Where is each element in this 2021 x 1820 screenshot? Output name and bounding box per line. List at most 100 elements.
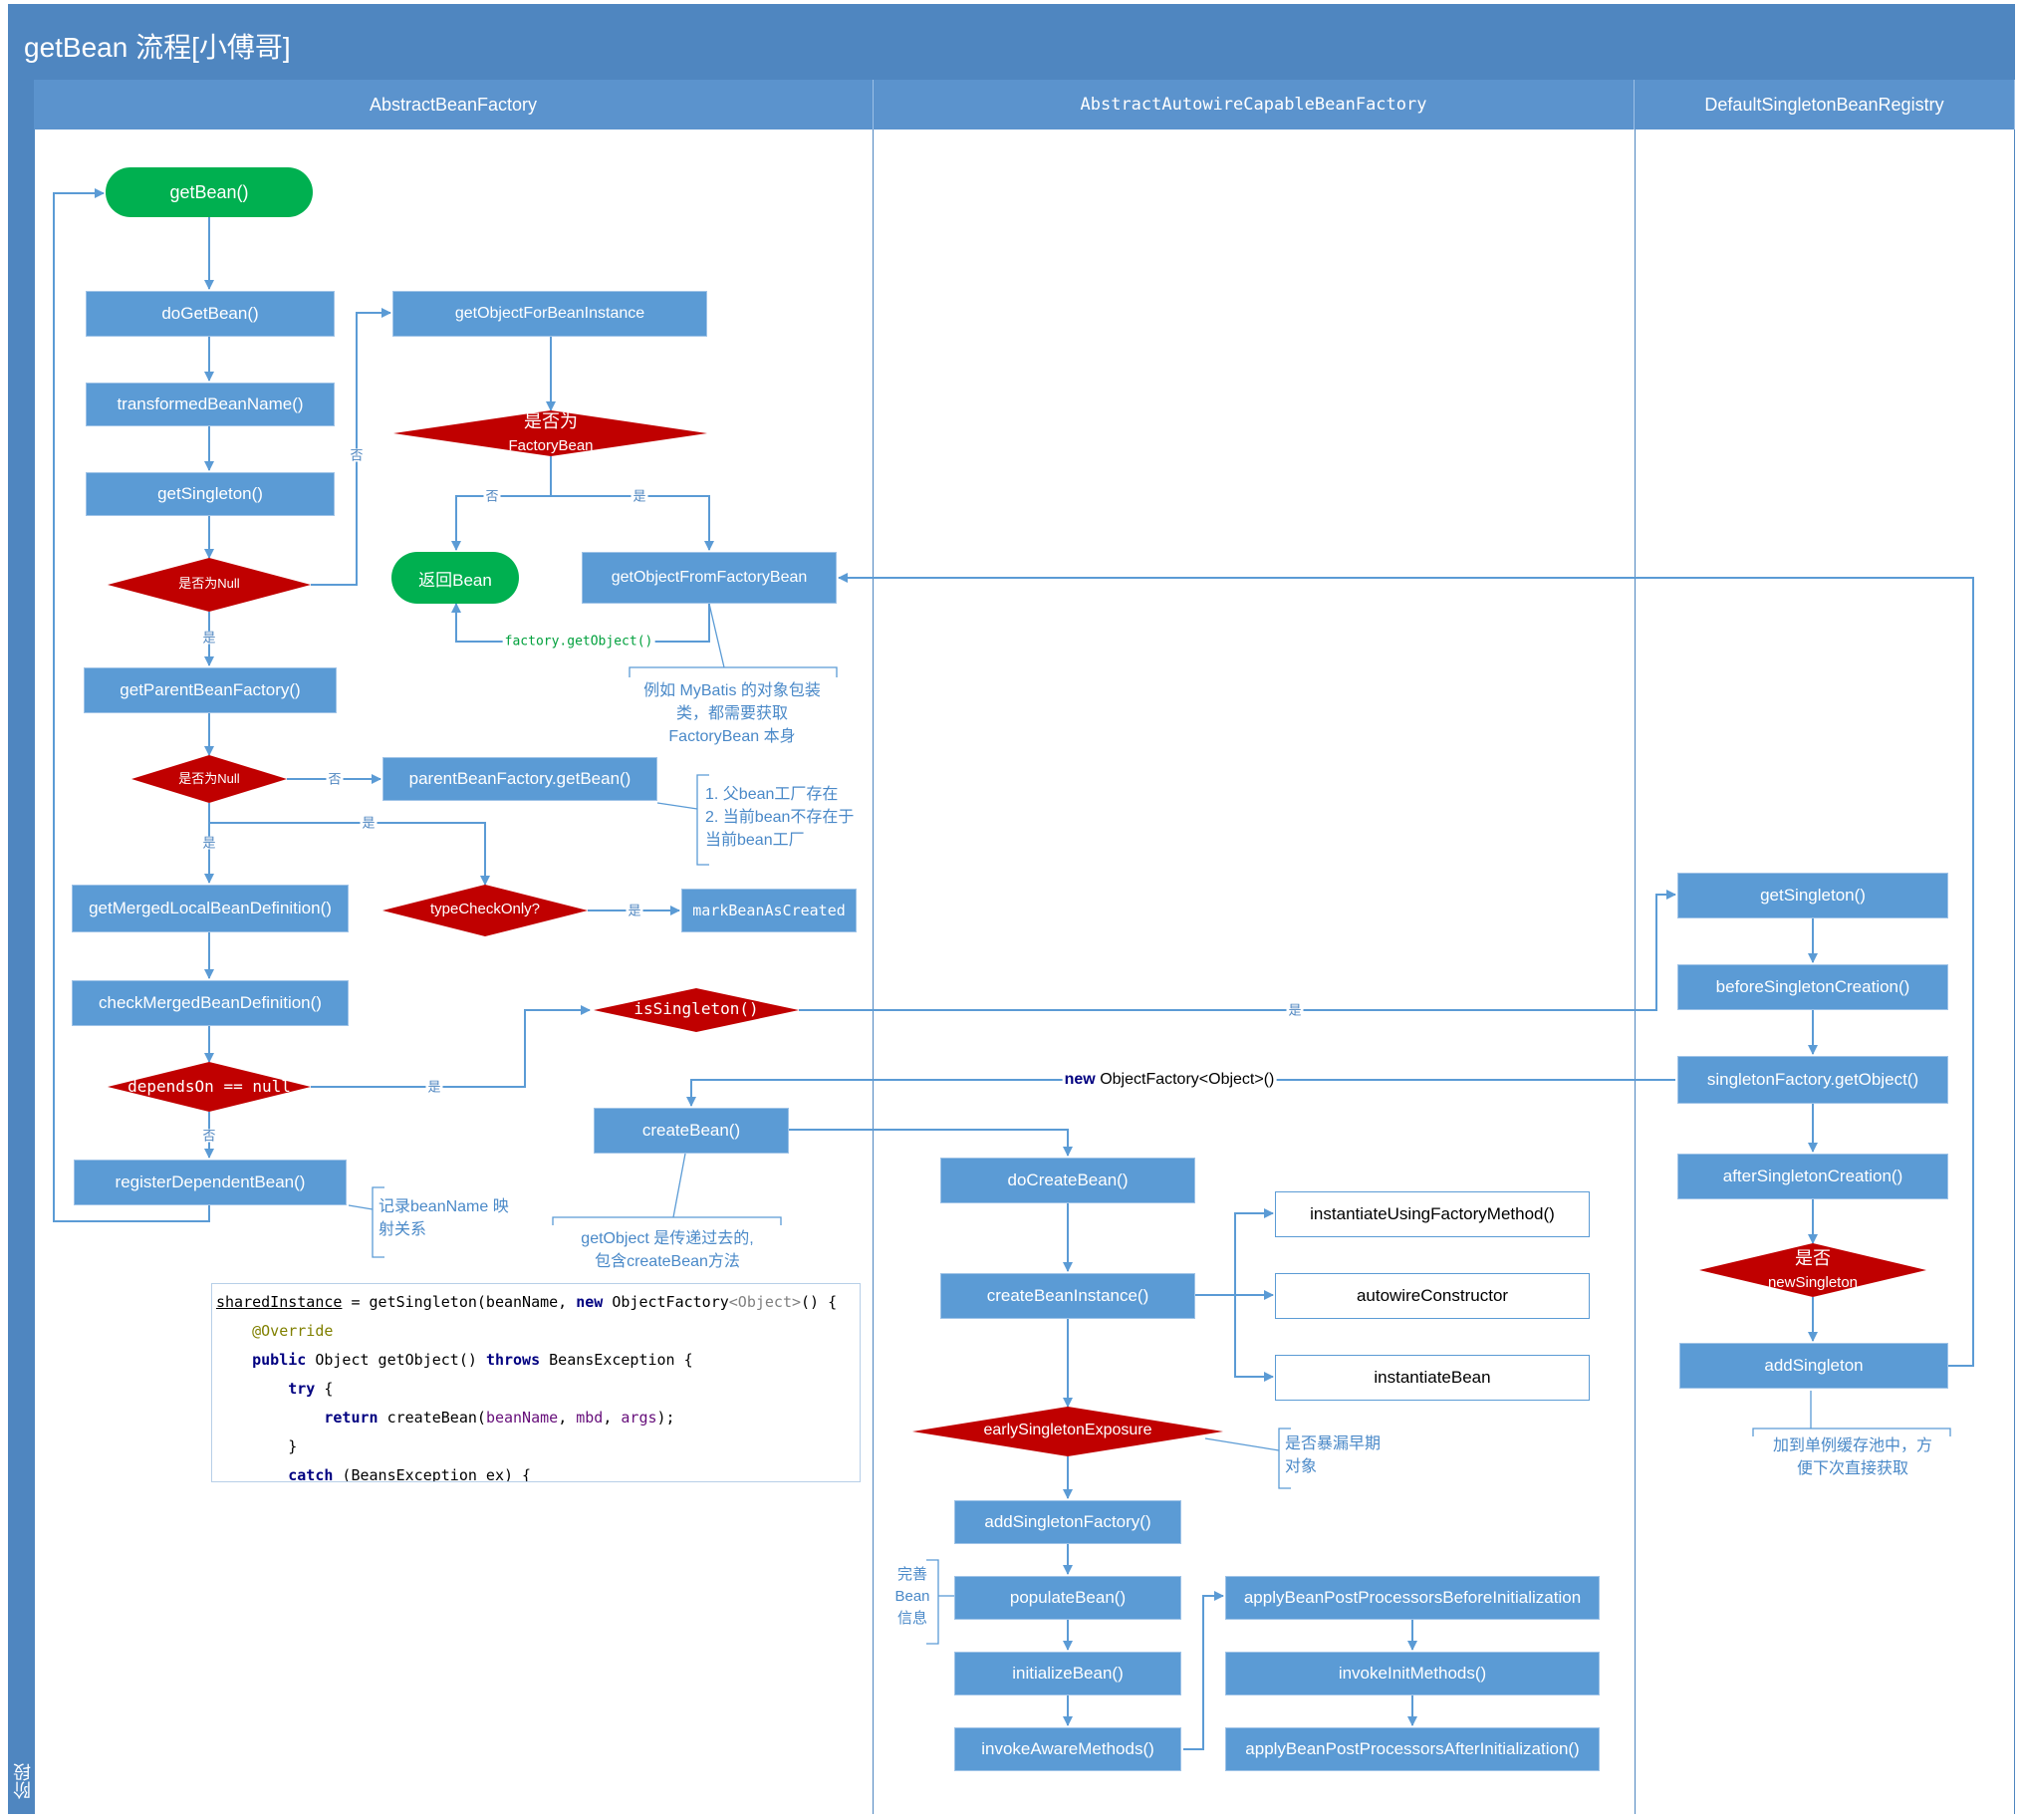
note-line: 包含createBean方法	[595, 1253, 740, 1271]
note-line: 对象	[1285, 1458, 1318, 1476]
note-bracket-record	[372, 1186, 384, 1258]
node-add-singleton: addSingleton	[1679, 1343, 1948, 1389]
object-factory-text: ObjectFactory<Object>()	[1095, 1071, 1275, 1088]
node-instantiate-using-factory-method: instantiateUsingFactoryMethod()	[1275, 1191, 1590, 1237]
code-token: = getSingleton(beanName,	[342, 1293, 577, 1311]
note-line: 1. 父bean工厂存在	[705, 786, 839, 803]
node-autowire-constructor: autowireConstructor	[1275, 1273, 1590, 1319]
note-pointer-record	[348, 1204, 374, 1210]
code-token: try	[288, 1380, 316, 1398]
edge-label-factory-get-object: factory.getObject()	[502, 634, 655, 650]
node-get-parent-bean-factory: getParentBeanFactory()	[84, 667, 337, 713]
diamond-label-is-factory-bean-line2: FactoryBean	[508, 437, 594, 454]
edge-issingleton-getsingleton2	[799, 890, 1676, 1011]
diamond-label-type-check-only: typeCheckOnly?	[429, 901, 541, 917]
note-bracket-mybatis	[629, 666, 838, 677]
diamond-label-is-new-singleton-line1: 是否	[1795, 1248, 1831, 1268]
note-line: 信息	[896, 1609, 927, 1627]
edge-label-yes: 是	[626, 903, 643, 918]
edge-label-no: 否	[200, 1128, 218, 1144]
edge-isfactorybean-yes	[551, 495, 714, 551]
node-apply-bean-post-processors-after-initialization: applyBeanPostProcessorsAfterInitializati…	[1225, 1727, 1600, 1771]
lane-header-abstract-autowire-capable-bean-factory: AbstractAutowireCapableBeanFactory	[874, 80, 1635, 130]
diamond-label-is-null-2: 是否为Null	[178, 771, 240, 786]
diamond-is-null-2	[131, 755, 287, 803]
note-bracket-getobject	[552, 1216, 782, 1225]
edge-singletonfactory-createbean	[686, 1079, 1675, 1107]
edge-register-loop	[53, 188, 210, 1222]
code-token: @Override	[252, 1322, 334, 1340]
lane-default-singleton-bean-registry	[1635, 130, 2015, 1814]
note-line: 是否暴漏早期	[1285, 1435, 1382, 1452]
code-token: throws	[485, 1351, 541, 1369]
note-bracket-complete	[926, 1559, 939, 1645]
node-get-singleton: getSingleton()	[86, 472, 335, 516]
diamond-is-singleton	[594, 988, 799, 1032]
note-add-to-cache: 加到单例缓存池中，方 便下次直接获取	[1745, 1434, 1960, 1480]
node-populate-bean: populateBean()	[954, 1576, 1181, 1620]
node-instantiate-bean: instantiateBean	[1275, 1355, 1590, 1401]
code-snippet: sharedInstance = getSingleton(beanName, …	[211, 1283, 861, 1482]
code-token: ,	[603, 1409, 622, 1427]
code-token: beanName	[485, 1409, 559, 1427]
diamond-depends-on	[108, 1062, 311, 1112]
note-mybatis: 例如 MyBatis 的对象包装 类，都需要获取 FactoryBean 本身	[618, 679, 847, 749]
node-do-get-bean: doGetBean()	[86, 291, 335, 337]
diamond-label-is-factory-bean-line1: 是否为	[524, 411, 578, 431]
node-parent-bean-factory-get-bean: parentBeanFactory.getBean()	[382, 757, 657, 801]
note-line: FactoryBean 本身	[668, 728, 796, 746]
code-line-4: try {	[216, 1375, 856, 1404]
code-token: mbd	[576, 1409, 604, 1427]
note-parent-factory: 1. 父bean工厂存在 2. 当前bean不存在于 当前bean工厂	[705, 783, 875, 853]
node-check-merged-bean-definition: checkMergedBeanDefinition()	[72, 980, 349, 1026]
note-line: 便下次直接获取	[1796, 1460, 1908, 1478]
edge-isnull2-typecheck	[209, 822, 490, 886]
note-complete-bean-info: 完善 Bean 信息	[890, 1564, 934, 1629]
code-token: <Object>	[728, 1293, 802, 1311]
lane-header-default-singleton-bean-registry: DefaultSingletonBeanRegistry	[1635, 80, 2015, 130]
edge-createbeaninstance-instantiatebean	[1234, 1295, 1274, 1382]
node-do-create-bean: doCreateBean()	[940, 1158, 1195, 1203]
code-token: }	[288, 1437, 298, 1455]
note-line: 类，都需要获取	[675, 705, 788, 723]
note-line: 加到单例缓存池中，方	[1772, 1437, 1932, 1454]
new-keyword: new	[1064, 1071, 1096, 1088]
note-line: 完善	[896, 1566, 927, 1583]
code-token: createBean(	[378, 1409, 486, 1427]
diamond-label-is-new-singleton-line2: newSingleton	[1767, 1274, 1859, 1291]
code-line-6: }	[216, 1432, 856, 1461]
code-token: BeansException {	[540, 1351, 693, 1369]
code-token: );	[656, 1409, 675, 1427]
edge-label-no: 否	[483, 488, 501, 504]
lane-header-abstract-bean-factory: AbstractBeanFactory	[34, 80, 874, 130]
code-token: new	[576, 1293, 604, 1311]
code-token: args	[621, 1409, 657, 1427]
edge-label-no: 否	[348, 447, 366, 463]
diamond-is-null-1	[108, 558, 311, 612]
note-line: Bean	[894, 1587, 930, 1605]
node-get-merged-local-bean-definition: getMergedLocalBeanDefinition()	[72, 885, 349, 932]
note-pointer-parent	[656, 802, 698, 810]
edge-label-no: 否	[326, 771, 344, 787]
terminal-return-bean: 返回Bean	[391, 552, 519, 604]
code-token: (BeansException ex) {	[333, 1466, 532, 1482]
edge-label-yes: 是	[425, 1079, 443, 1095]
note-expose-early: 是否暴漏早期 对象	[1285, 1432, 1434, 1478]
code-token: ObjectFactory	[603, 1293, 729, 1311]
code-token: catch	[288, 1466, 334, 1482]
edge-dependson-issingleton	[311, 1005, 591, 1088]
node-mark-bean-as-created: markBeanAsCreated	[681, 889, 857, 932]
note-pointer-mybatis	[708, 603, 725, 668]
node-initialize-bean: initializeBean()	[954, 1652, 1181, 1695]
code-token: {	[315, 1380, 334, 1398]
node-get-singleton-registry: getSingleton()	[1677, 873, 1948, 918]
edge-label-yes: 是	[200, 835, 218, 851]
code-token: sharedInstance	[216, 1293, 343, 1311]
node-register-dependent-bean: registerDependentBean()	[74, 1160, 347, 1205]
node-get-object-for-bean-instance: getObjectForBeanInstance	[392, 291, 707, 337]
code-line-1: sharedInstance = getSingleton(beanName, …	[216, 1288, 856, 1317]
diamond-label-depends-on: dependsOn == null	[127, 1077, 291, 1096]
node-invoke-aware-methods: invokeAwareMethods()	[954, 1727, 1181, 1771]
edge-label-yes: 是	[631, 488, 648, 504]
